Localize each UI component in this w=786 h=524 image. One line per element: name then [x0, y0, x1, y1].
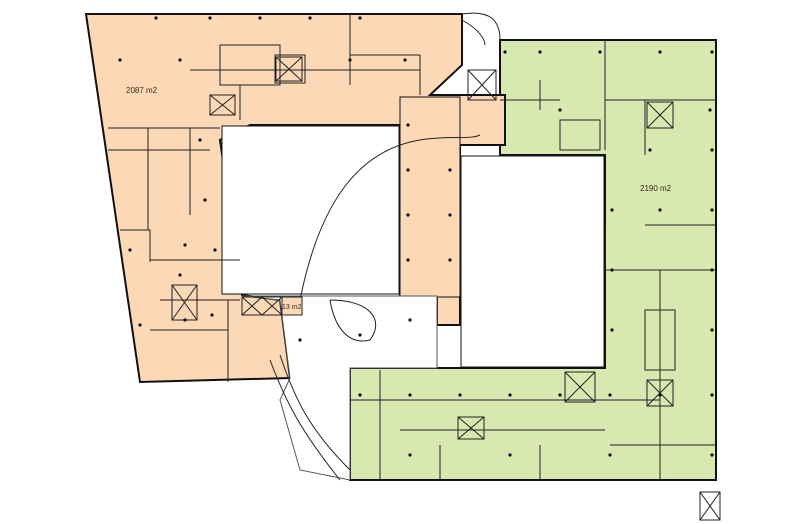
column: [610, 208, 614, 212]
hall-stair-bay: [241, 296, 303, 316]
column: [403, 58, 407, 62]
column: [710, 148, 714, 152]
column: [710, 50, 714, 54]
column: [183, 318, 187, 322]
column: [538, 50, 542, 54]
column: [183, 243, 187, 247]
column: [658, 50, 662, 54]
column: [710, 268, 714, 272]
column: [710, 208, 714, 212]
column: [508, 453, 512, 457]
column: [298, 338, 302, 342]
column: [448, 168, 452, 172]
column: [708, 108, 712, 112]
column: [358, 333, 362, 337]
west-courtyard: [221, 125, 400, 295]
column: [598, 50, 602, 54]
west-stair: [171, 56, 303, 321]
column: [610, 328, 614, 332]
column: [308, 16, 312, 20]
column: [210, 313, 214, 317]
column: [608, 393, 612, 397]
column: [710, 393, 714, 397]
small-room-area-label: 13 m2: [282, 304, 302, 311]
entrance-ramp: [269, 354, 351, 481]
column: [154, 16, 158, 20]
curved-stair: [329, 299, 377, 342]
column: [610, 268, 614, 272]
west-wing-area-label: 2087 m2: [126, 86, 158, 95]
structural-columns: [118, 16, 714, 457]
column: [348, 58, 352, 62]
column: [406, 168, 410, 172]
column: [408, 393, 412, 397]
column: [408, 318, 412, 322]
column: [406, 213, 410, 217]
column: [710, 453, 714, 457]
column: [448, 213, 452, 217]
column: [658, 208, 662, 212]
west-wing-walls: [108, 14, 421, 382]
column: [358, 393, 362, 397]
column: [258, 16, 262, 20]
entrance-hall: [241, 295, 438, 481]
east-wing-walls: [350, 40, 716, 480]
column: [213, 248, 217, 252]
column: [558, 393, 562, 397]
column: [608, 453, 612, 457]
column: [458, 393, 462, 397]
column: [710, 328, 714, 332]
column: [648, 148, 652, 152]
column: [178, 273, 182, 277]
column: [503, 50, 507, 54]
column: [508, 393, 512, 397]
column: [178, 58, 182, 62]
column: [558, 108, 562, 112]
column: [358, 16, 362, 20]
column: [118, 58, 122, 62]
column: [138, 323, 142, 327]
column: [198, 138, 202, 142]
column: [406, 123, 410, 127]
east-wing-area-label: 2190 m2: [640, 184, 672, 193]
column: [406, 258, 410, 262]
column: [208, 16, 212, 20]
column: [408, 453, 412, 457]
column: [203, 198, 207, 202]
central-corridor: [399, 96, 461, 298]
north-entrance-arc: [461, 12, 501, 46]
east-courtyard: [460, 155, 605, 368]
curved-walkway: [299, 134, 481, 301]
column: [658, 393, 662, 397]
column: [128, 248, 132, 252]
column: [448, 258, 452, 262]
east-stair: [457, 69, 721, 521]
